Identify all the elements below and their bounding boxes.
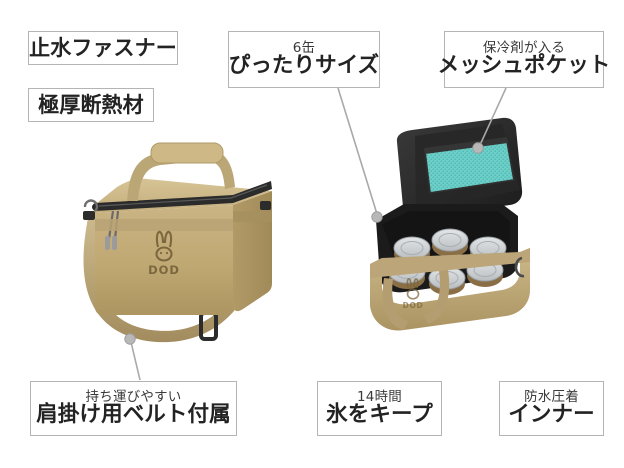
callout-sub-text: 14時間 [357, 388, 402, 405]
handle-grip-wrap [150, 142, 224, 164]
side-d-ring [514, 256, 525, 278]
bag-upper-rim-band [370, 248, 530, 278]
callout-ice-keep[interactable]: 14時間 氷をキープ [317, 381, 442, 436]
front-handle-loop [382, 278, 408, 330]
callout-main-text: メッシュポケット [437, 53, 611, 79]
callout-main-text: ぴったりサイズ [228, 53, 380, 79]
callout-mesh-pocket[interactable]: 保冷剤が入る メッシュポケット [438, 31, 610, 88]
callout-sub-text: 持ち運びやすい [85, 388, 182, 405]
svg-text:DOD: DOD [403, 301, 424, 310]
callout-shoulder-belt[interactable]: 持ち運びやすい 肩掛け用ベルト付属 [30, 381, 237, 436]
callout-six-can-fit[interactable]: 6缶 ぴったりサイズ [228, 31, 380, 88]
callout-main-text: 肩掛け用ベルト付属 [36, 402, 231, 428]
svg-text:DOD: DOD [148, 263, 180, 277]
dod-rabbit-logo: DOD [148, 230, 180, 277]
callout-sub-text: 保冷剤が入る [482, 39, 566, 56]
open-cooler-bag-image: DOD [370, 117, 530, 331]
callout-main-text: インナー [508, 402, 595, 428]
closed-cooler-bag-image: DOD [83, 142, 272, 343]
strap-clip-left [83, 199, 99, 220]
zipper-teeth-line [98, 184, 268, 207]
callout-sub-text: 6缶 [292, 39, 316, 56]
strap-clip-right [260, 201, 271, 210]
callout-thick-insulation[interactable]: 極厚断熱材 [28, 88, 154, 122]
callout-main-text: 氷をキープ [326, 402, 433, 428]
top-carry-handle-left [127, 148, 235, 201]
mesh-pocket [425, 141, 514, 193]
callout-main-text: 極厚断熱材 [38, 92, 144, 117]
callout-waterproof-inner[interactable]: 防水圧着 インナー [499, 381, 604, 436]
dod-rabbit-logo: DOD [403, 278, 424, 310]
bag-outer-body [370, 248, 530, 331]
front-webbing-strip [95, 219, 233, 231]
front-handle-loop-right [424, 270, 450, 324]
callout-waterproof-zipper[interactable]: 止水ファスナー [28, 31, 178, 65]
callout-sub-text: 防水圧着 [524, 388, 579, 405]
side-webbing-strip [233, 211, 272, 222]
callout-main-text: 止水ファスナー [29, 35, 177, 60]
can-item [431, 228, 469, 257]
